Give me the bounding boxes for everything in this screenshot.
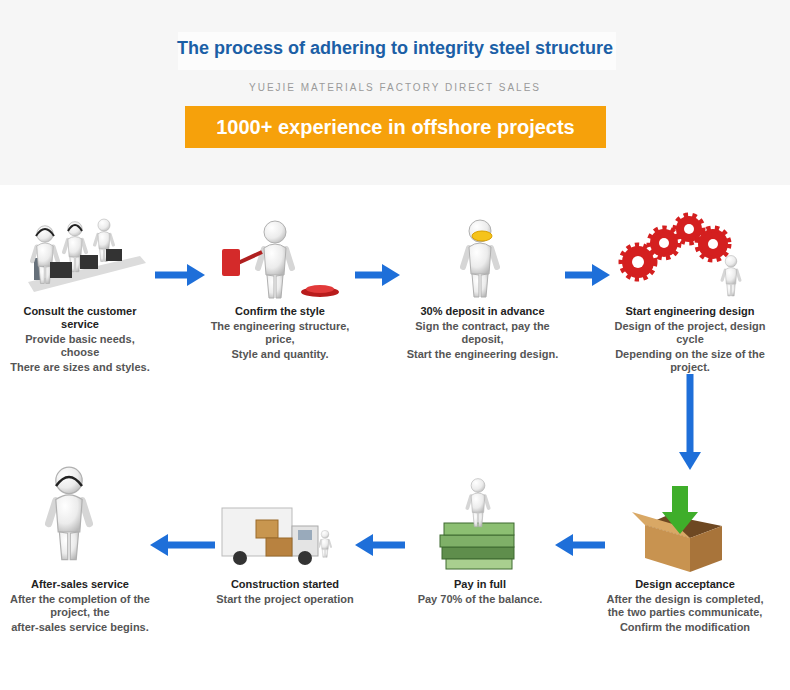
process-step: Design acceptanceAfter the design is com… (605, 470, 765, 634)
headset (56, 477, 82, 486)
gear-hole (659, 238, 669, 248)
step-text: Design of the project, design cycle (610, 320, 770, 346)
step-text: Start the engineering design. (400, 348, 565, 361)
header-band (0, 0, 790, 185)
process-step: After-sales serviceAfter the completion … (10, 470, 150, 634)
step-heading: 30% deposit in advance (400, 305, 565, 318)
process-step: 30% deposit in advanceSign the contract,… (400, 205, 565, 361)
gear-hole (708, 239, 718, 249)
process-step: Start engineering designDesign of the pr… (610, 205, 770, 374)
illustration-space (400, 205, 565, 305)
illustration-space (5, 205, 155, 305)
step-text: The engineering structure, price, (205, 320, 355, 346)
process-step: Construction startedStart the project op… (215, 470, 355, 606)
step-heading: Construction started (215, 578, 355, 591)
process-step: Pay in fullPay 70% of the balance. (405, 470, 555, 606)
process-step: Consult the customer serviceProvide basi… (5, 205, 155, 374)
wheel (298, 551, 312, 565)
illustration-space (10, 470, 150, 578)
laptop (106, 249, 122, 261)
headset (68, 225, 82, 231)
figure (258, 221, 292, 298)
flow-arrow (168, 542, 215, 549)
step-heading: After-sales service (10, 578, 150, 591)
banner-box: 1000+ experience in offshore projects (185, 106, 606, 148)
wheel (233, 551, 247, 565)
button-top (306, 285, 334, 293)
step-heading: Consult the customer service (5, 305, 155, 331)
step-text: Provide basic needs, choose (5, 333, 155, 359)
flow-arrow (355, 272, 382, 279)
flow-arrow (373, 542, 405, 549)
step-text: after-sales service begins. (10, 621, 150, 634)
laptop (50, 262, 72, 278)
money-stack (442, 547, 514, 559)
illustration-space (405, 470, 555, 578)
step-text: There are sizes and styles. (5, 361, 155, 374)
flow-arrow (573, 542, 605, 549)
process-step: Confirm the styleThe engineering structu… (205, 205, 355, 361)
step-heading: Start engineering design (610, 305, 770, 318)
gear (698, 229, 728, 259)
subtitle-label: YUEJIE MATERIALS FACTORY DIRECT SALES (0, 82, 790, 93)
cardboard-box (266, 538, 292, 556)
step-text: Style and quantity. (205, 348, 355, 361)
illustration-space (215, 470, 355, 578)
step-text: Confirm the modification (605, 621, 765, 634)
truck-window (298, 530, 312, 540)
illustration-space (610, 205, 770, 305)
figure (319, 530, 331, 557)
step-text: Start the project operation (215, 593, 355, 606)
money-stack (440, 535, 514, 547)
step-text: Depending on the size of the project. (610, 348, 770, 374)
step-text: Pay 70% of the balance. (405, 593, 555, 606)
gear-hole (632, 256, 644, 268)
hammer-head (222, 249, 240, 276)
step-heading: Design acceptance (605, 578, 765, 591)
step-text: After the design is completed, the two p… (605, 593, 765, 619)
figure (49, 467, 90, 559)
money-stack (446, 559, 512, 569)
cardboard-box (256, 520, 278, 538)
figure (722, 256, 740, 296)
hammer-handle (238, 252, 262, 263)
headset (36, 229, 54, 236)
illustration-space (605, 470, 765, 578)
step-text: Sign the contract, pay the deposit, (400, 320, 565, 346)
gear (676, 216, 702, 242)
down-arrow-icon (662, 486, 698, 534)
gear (650, 229, 678, 257)
gear-hole (684, 224, 694, 234)
banner-text: 1000+ experience in offshore projects (216, 116, 575, 139)
figure (463, 220, 497, 297)
flow-arrow (687, 374, 694, 452)
flow-arrow (155, 272, 187, 279)
gear (622, 246, 654, 278)
step-heading: Pay in full (405, 578, 555, 591)
flow-arrow (565, 272, 592, 279)
figure (467, 479, 488, 527)
laptop (80, 255, 98, 269)
box-side (690, 526, 722, 572)
page-title: The process of adhering to integrity ste… (0, 38, 790, 59)
truck-cargo (222, 508, 292, 556)
coin (472, 231, 492, 241)
step-heading: Confirm the style (205, 305, 355, 318)
illustration-space (205, 205, 355, 305)
step-text: After the completion of the project, the (10, 593, 150, 619)
